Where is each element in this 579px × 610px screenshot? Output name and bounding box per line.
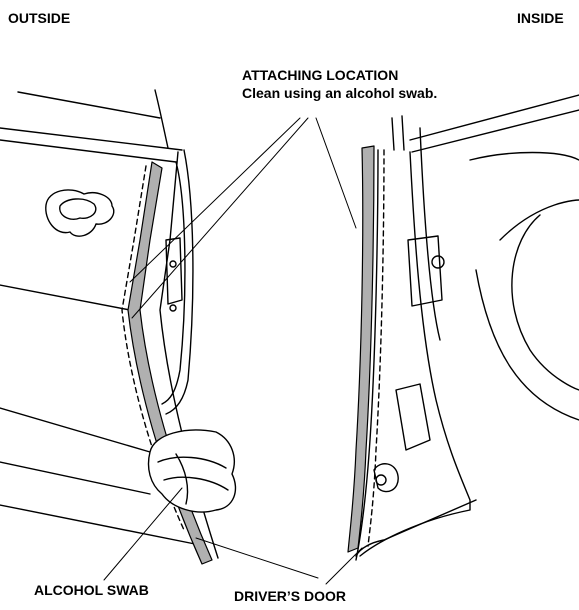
leader-attaching-to-outside: [129, 117, 301, 283]
alcohol-swab-cloth: [147, 429, 237, 513]
outside-door-edge: [159, 151, 219, 559]
body-character-line: [0, 284, 201, 546]
body-roof-edge: [17, 89, 169, 149]
door-hinge-upper: [407, 235, 443, 307]
door-hinge-lower: [373, 383, 431, 493]
leader-door-outside: [195, 537, 319, 579]
inside-seal-dashed: [367, 149, 385, 547]
door-lower-bolt: [375, 474, 387, 486]
inside-label: INSIDE: [517, 10, 564, 26]
b-pillar-inner: [161, 161, 186, 405]
alcohol-swab-folds: [157, 453, 229, 505]
leader-attaching-to-outside-2: [131, 117, 309, 319]
inside-seal-band: [347, 145, 375, 553]
outside-label: OUTSIDE: [8, 10, 71, 26]
leader-attaching-to-inside: [315, 117, 357, 229]
attaching-location-label: ATTACHING LOCATION: [242, 67, 399, 83]
door-handle-inner: [59, 198, 97, 220]
door-handle: [45, 189, 115, 237]
door-frame-window: [391, 115, 441, 341]
door-edge-outer: [355, 149, 379, 561]
b-pillar-outer: [165, 149, 194, 415]
drivers-door-label: DRIVER’S DOOR: [234, 588, 347, 604]
leader-lines: [103, 117, 363, 585]
outside-view: [0, 89, 237, 565]
inside-view: [347, 94, 579, 561]
clean-note-label: Clean using an alcohol swab.: [242, 85, 438, 101]
door-hinge-bolt: [431, 255, 445, 269]
body-panel-top-edge: [0, 127, 183, 163]
door-frame-top: [409, 94, 579, 153]
alcohol-swab-label: ALCOHOL SWAB: [34, 582, 149, 598]
leader-swab: [103, 487, 183, 581]
door-edge-inner: [359, 151, 471, 557]
door-trim-pocket: [511, 214, 579, 391]
leader-door-inside: [325, 547, 363, 585]
door-bottom: [355, 499, 477, 557]
door-trim-outline: [469, 151, 579, 421]
